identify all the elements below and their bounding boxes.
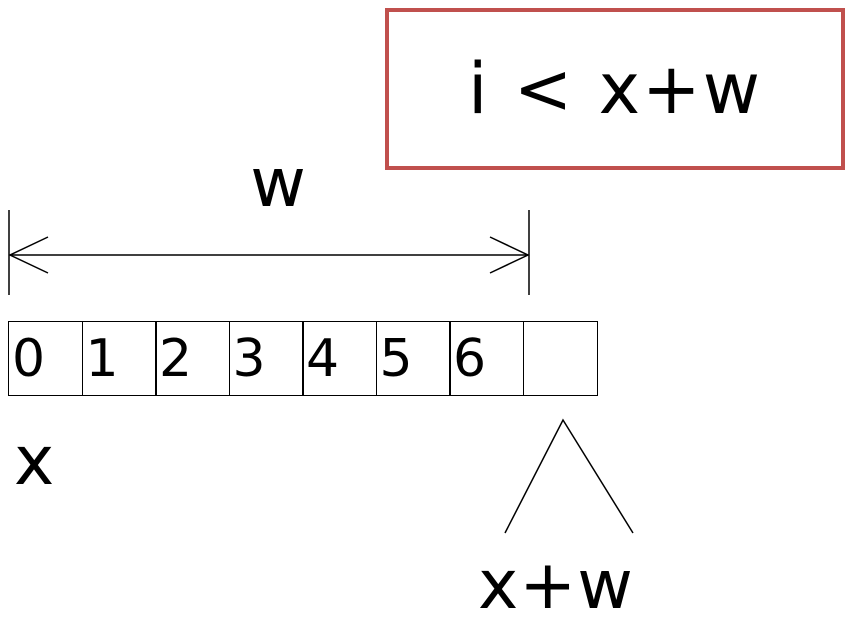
array-cell: 1 <box>81 321 157 396</box>
array-cell: 4 <box>302 321 377 396</box>
condition-text: i < x+w <box>468 48 762 130</box>
end-label: x+w <box>478 546 634 625</box>
array-cells: 0 1 2 3 4 5 6 <box>8 321 598 396</box>
start-label: x <box>14 422 55 501</box>
array-cell: 2 <box>155 321 230 396</box>
width-arrow-right-head <box>489 236 530 274</box>
array-cell: 5 <box>375 321 451 396</box>
array-cell: 0 <box>8 321 83 396</box>
array-cell: 6 <box>449 321 524 396</box>
end-pointer <box>504 418 634 534</box>
array-cell: 3 <box>228 321 304 396</box>
width-arrow-left-head <box>8 236 49 274</box>
condition-box: i < x+w <box>385 8 845 170</box>
array-cell-end <box>522 321 598 396</box>
width-label: w <box>250 144 306 223</box>
